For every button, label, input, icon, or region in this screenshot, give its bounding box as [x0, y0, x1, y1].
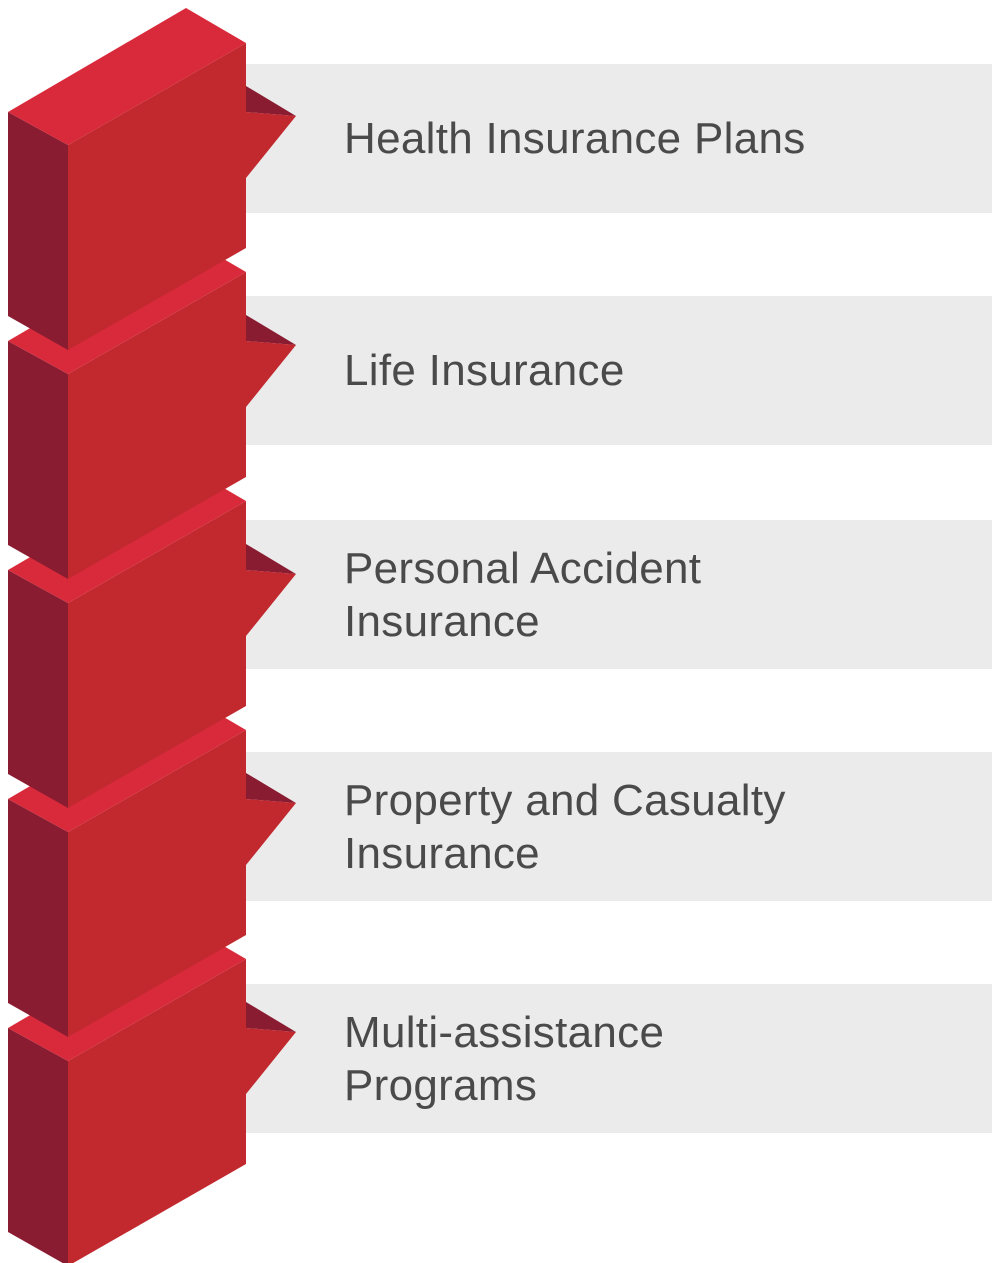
band-label-multi-assistance: Multi-assistance Programs	[344, 1007, 665, 1110]
block-top-health-insurance	[8, 8, 246, 145]
block-front-life-insurance	[68, 272, 246, 579]
band-multi-assistance: Multi-assistance Programs	[246, 984, 992, 1133]
block-stack	[8, 8, 296, 1263]
band-health-insurance: Health Insurance Plans	[246, 64, 992, 213]
band-personal-accident: Personal Accident Insurance	[246, 520, 992, 669]
block-front-health-insurance	[68, 43, 246, 350]
band-life-insurance: Life Insurance	[246, 296, 992, 445]
pointer-tab-top-personal-accident	[246, 544, 296, 574]
block-side-property-casualty	[8, 799, 68, 1037]
pointer-tab-top-property-casualty	[246, 773, 296, 803]
block-health-insurance	[8, 8, 296, 350]
block-side-personal-accident	[8, 570, 68, 808]
block-side-health-insurance	[8, 112, 68, 350]
pointer-tab-top-life-insurance	[246, 315, 296, 345]
pointer-tab-top-multi-assistance	[246, 1002, 296, 1032]
block-front-property-casualty	[68, 730, 246, 1037]
band-label-health-insurance: Health Insurance Plans	[344, 114, 806, 163]
block-side-life-insurance	[8, 341, 68, 579]
pointer-tab-front-multi-assistance	[246, 1028, 296, 1094]
pointer-tab-front-property-casualty	[246, 799, 296, 865]
block-side-multi-assistance	[8, 1028, 68, 1263]
block-front-multi-assistance	[68, 959, 246, 1263]
band-label-life-insurance: Life Insurance	[344, 346, 625, 395]
band-label-property-casualty: Property and Casualty Insurance	[344, 775, 786, 878]
block-front-personal-accident	[68, 501, 246, 808]
band-label-personal-accident: Personal Accident Insurance	[344, 543, 702, 646]
pointer-tab-front-personal-accident	[246, 570, 296, 636]
pointer-tab-front-life-insurance	[246, 341, 296, 407]
pointer-tab-top-health-insurance	[246, 86, 296, 116]
band-property-casualty: Property and Casualty Insurance	[246, 752, 992, 901]
pointer-tab-front-health-insurance	[246, 112, 296, 178]
